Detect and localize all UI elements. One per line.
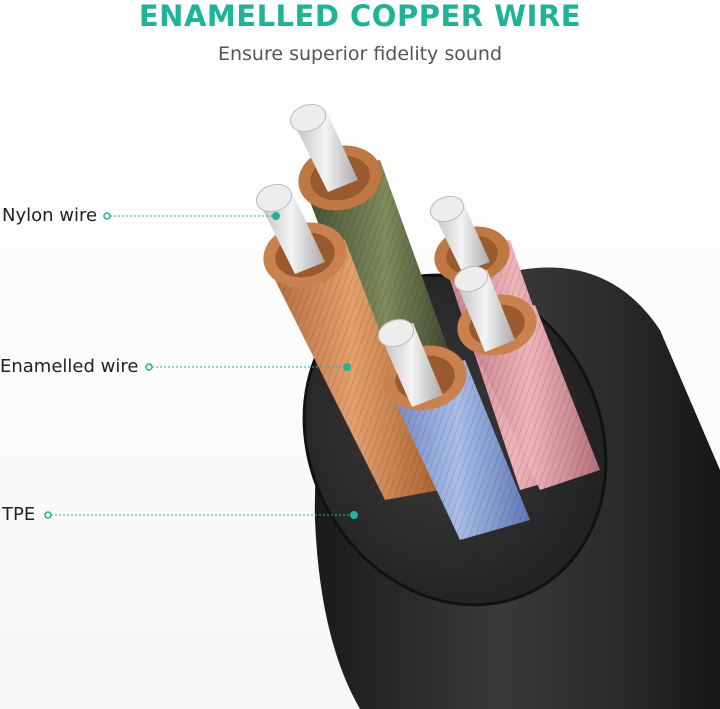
page-title: ENAMELLED COPPER WIRE	[138, 0, 582, 33]
nylon-core	[255, 183, 325, 274]
nylon-wire-label: Nylon wire	[2, 205, 98, 226]
page-subtitle: Ensure superior fidelity sound	[217, 43, 503, 65]
callout-lines	[44, 212, 358, 519]
nylon-wire-callout-line	[103, 212, 280, 220]
nylon-core	[289, 103, 358, 192]
nylon-core	[429, 195, 490, 272]
nylon-core	[453, 265, 515, 352]
tpe-callout-line	[44, 511, 358, 519]
nylon-cores	[255, 103, 515, 407]
tpe-label: TPE	[2, 504, 36, 525]
enamelled-wire-label: Enamelled wire	[0, 356, 139, 377]
nylon-core	[377, 318, 443, 407]
enamelled-wire-callout-line	[145, 363, 351, 371]
